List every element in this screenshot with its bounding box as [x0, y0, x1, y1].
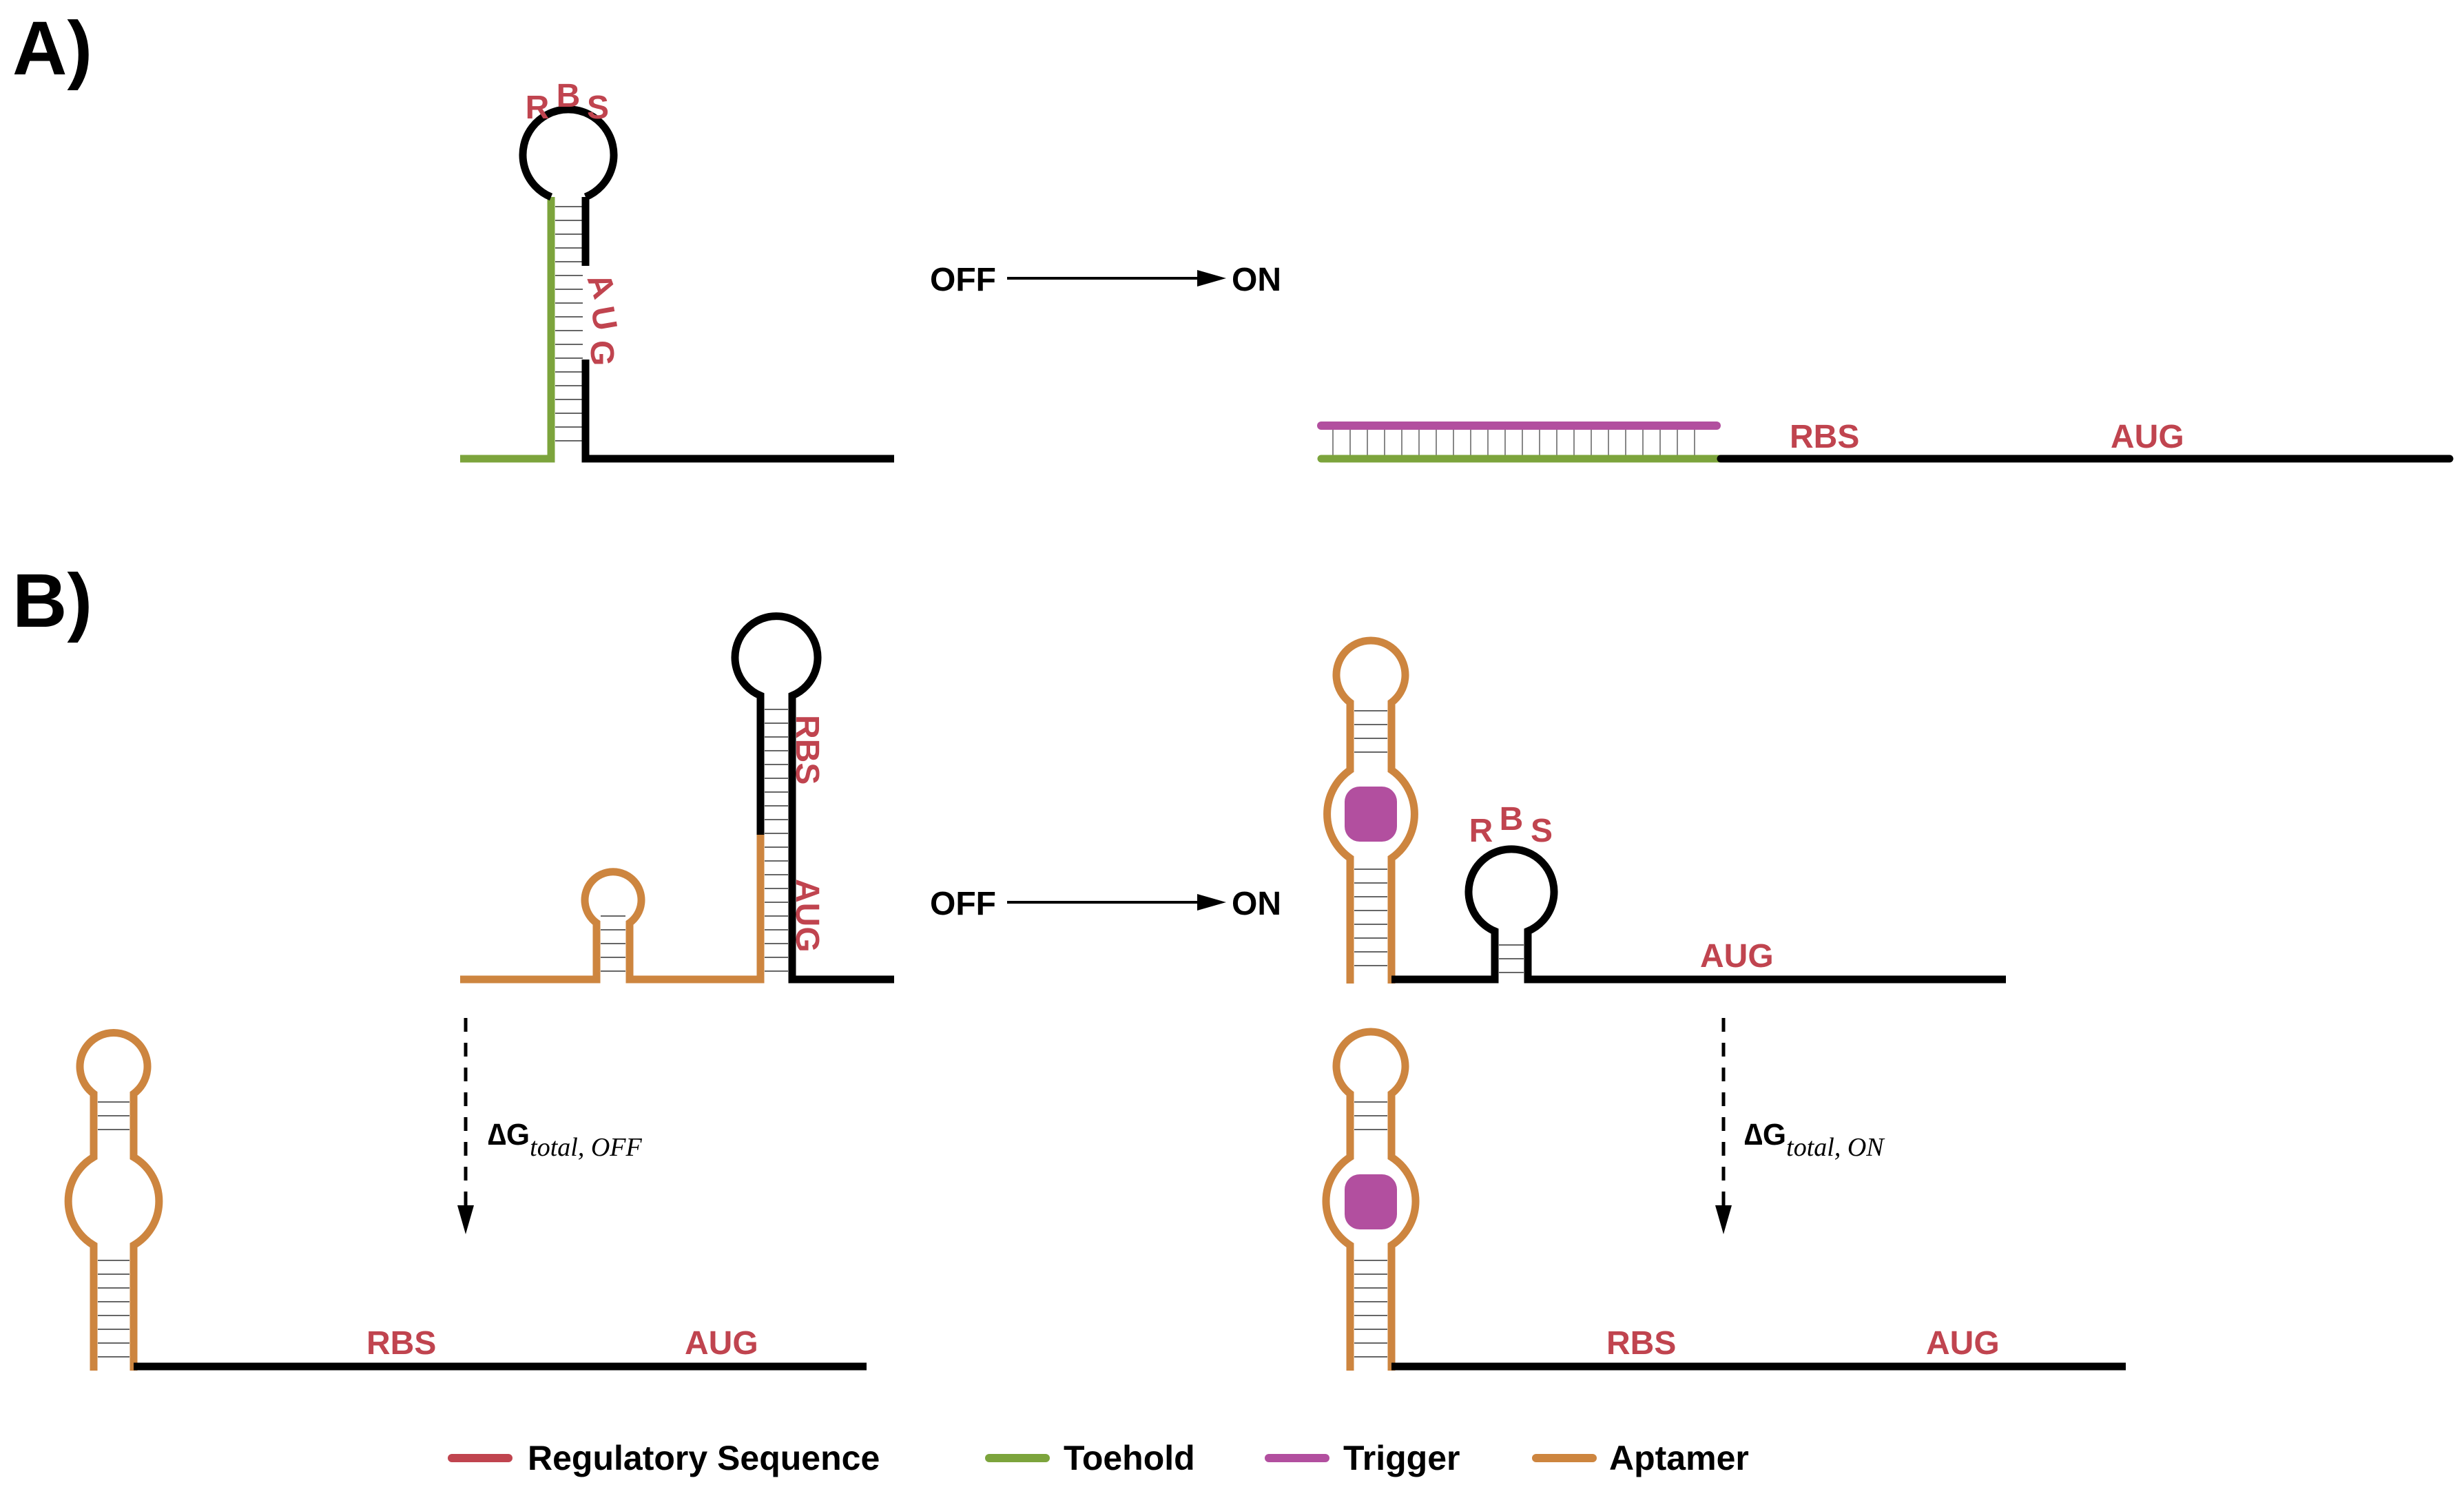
delta-g-symbol: ∆G: [1744, 1118, 1786, 1152]
rbs-label-vertical: RBS: [789, 715, 825, 784]
panel-b-label: B): [12, 559, 92, 643]
aug-stem-strand: [581, 360, 894, 463]
legend-label: Aptamer: [1609, 1439, 1749, 1477]
legend: Regulatory Sequence Toehold Trigger Apta…: [448, 1439, 1749, 1477]
aug-label-vertical: AUG: [789, 879, 825, 953]
transition-arrow-b: OFF ON: [930, 886, 1281, 922]
rbs-letter: R: [1469, 813, 1493, 849]
rbs-label-curved: R B S: [526, 78, 609, 126]
aug-letter: G: [583, 340, 620, 366]
delta-g-symbol: ∆G: [488, 1118, 530, 1152]
aug-label-vertical: A U G: [580, 269, 624, 366]
off-label: OFF: [930, 886, 996, 922]
aug-label: AUG: [1700, 938, 1774, 975]
riboswitch-on: [1323, 636, 2006, 984]
on-label: ON: [1232, 886, 1281, 922]
legend-item-toehold: Toehold: [985, 1439, 1195, 1477]
rbs-letter: B: [1500, 801, 1524, 838]
panel-a-label: A): [12, 6, 92, 91]
legend-item-regulatory-sequence: Regulatory Sequence: [448, 1439, 880, 1477]
on-label: ON: [1232, 262, 1281, 298]
energy-arrow-off: ∆Gtotal, OFF: [457, 1018, 642, 1234]
transition-arrow-a: OFF ON: [930, 262, 1281, 298]
base-pairs: [1354, 710, 1524, 973]
off-label: OFF: [930, 262, 996, 298]
riboswitch-off: [460, 612, 894, 984]
aug-label: AUG: [1926, 1325, 2000, 1362]
rbs-letter: R: [526, 90, 550, 126]
rbs-letter: B: [557, 78, 581, 114]
aug-letter: U: [583, 304, 623, 333]
delta-g-off-subscript: total, OFF: [530, 1133, 642, 1162]
aptamer-bound: [1322, 1028, 2126, 1371]
base-pairs: [98, 1101, 130, 1358]
energy-arrow-on: ∆Gtotal, ON: [1715, 1018, 1885, 1234]
hairpin-loop: [519, 105, 618, 201]
hairpin-strand: [731, 612, 894, 984]
delta-g-on-subscript: total, ON: [1786, 1133, 1885, 1162]
legend-label: Trigger: [1343, 1439, 1460, 1477]
delta-g-on: ∆Gtotal, ON: [1744, 1118, 1885, 1162]
legend-item-trigger: Trigger: [1265, 1439, 1460, 1477]
rbs-label: RBS: [1790, 419, 1859, 455]
aptamer-strand: [460, 835, 765, 984]
ligand-bound: [1345, 1174, 1397, 1229]
delta-g-off: ∆Gtotal, OFF: [488, 1118, 642, 1162]
ligand-bound: [1345, 787, 1397, 842]
legend-item-aptamer: Aptamer: [1532, 1439, 1749, 1477]
legend-label: Toehold: [1064, 1439, 1195, 1477]
rbs-letter: S: [1531, 813, 1553, 849]
rbs-hairpin-strand: [1391, 845, 2006, 984]
toehold-switch-on: RBS AUG: [1317, 419, 2454, 463]
aptamer-strand: [1322, 1028, 1420, 1371]
rbs-label-curved: R B S: [1469, 801, 1553, 849]
legend-label: Regulatory Sequence: [528, 1439, 880, 1477]
aptamer-strand: [1323, 636, 1418, 984]
aptamer-strand: [64, 1029, 163, 1371]
aptamer-unbound: [64, 1029, 867, 1371]
base-pairs: [601, 709, 788, 972]
base-pairs: [1332, 427, 1695, 457]
rbs-label: RBS: [1606, 1325, 1676, 1362]
base-pairs: [555, 206, 583, 441]
toehold-switch-off: [460, 105, 894, 463]
base-pairs: [1354, 1101, 1387, 1358]
aug-label: AUG: [2111, 419, 2184, 455]
rbs-label: RBS: [366, 1325, 436, 1362]
toehold-strand: [460, 197, 555, 463]
aug-label: AUG: [685, 1325, 758, 1362]
aug-letter: A: [580, 269, 623, 304]
rbs-letter: S: [587, 90, 609, 126]
